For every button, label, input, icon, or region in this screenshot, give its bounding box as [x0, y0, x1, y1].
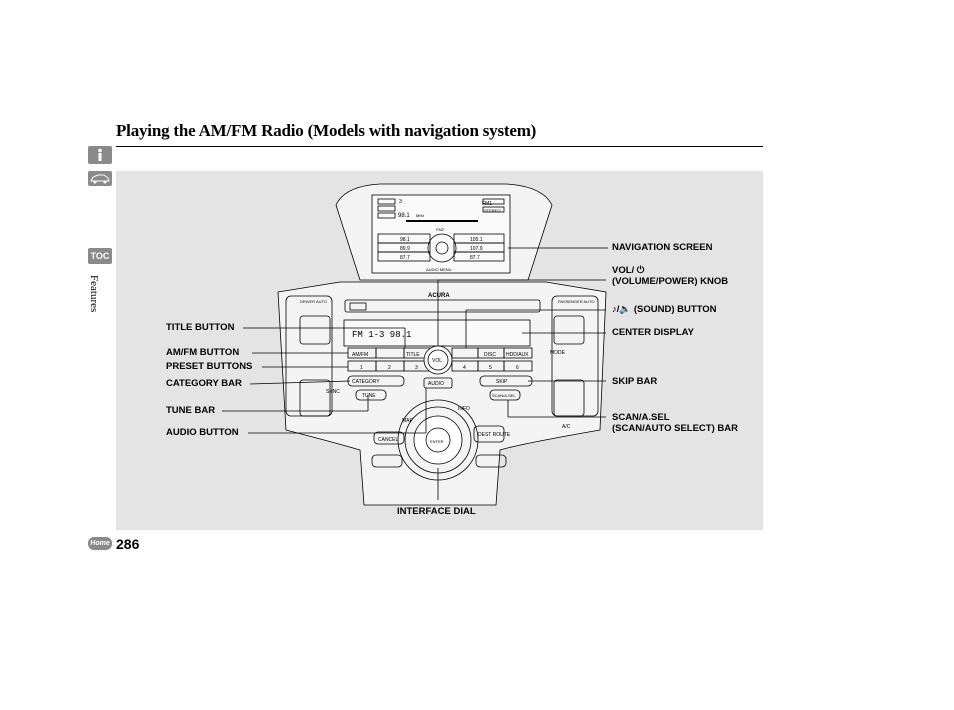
label-interface-dial: INTERFACE DIAL: [397, 506, 476, 517]
center-display: [343, 319, 531, 347]
brand-logo-text: ACURA: [428, 293, 450, 299]
tune-bar: [355, 389, 387, 401]
label-scan-line1: SCAN/A.SEL: [612, 412, 670, 423]
label-amfm-button: AM/FM BUTTON: [166, 347, 240, 358]
info-text: INFO: [458, 406, 470, 412]
nav-right-preset: 107.9: [470, 246, 483, 252]
info-icon[interactable]: [88, 146, 112, 164]
label-sound-button: ♪/🔈 (SOUND) BUTTON: [612, 304, 717, 315]
map-text: MAP: [402, 418, 414, 424]
passenger-auto-text: PASSENGER AUTO: [558, 299, 595, 304]
label-tune-bar: TUNE BAR: [166, 405, 216, 416]
nav-band-text: FM1: [482, 201, 492, 207]
amfm-text: AM/FM: [352, 352, 368, 358]
scan-text: SCAN/A.SEL: [492, 393, 516, 398]
title-text: TITLE: [406, 352, 420, 358]
preset-number: 1: [360, 365, 363, 371]
tune-text: TUNE: [362, 393, 376, 399]
vol-text: VOL: [432, 358, 442, 364]
nav-left-preset: 87.7: [400, 255, 410, 261]
dest-route-text: DEST ROUTE: [478, 432, 511, 438]
label-navigation-screen: NAVIGATION SCREEN: [612, 242, 713, 253]
label-preset-buttons: PRESET BUTTONS: [166, 361, 253, 372]
enter-text: ENTER: [430, 439, 444, 444]
cd-slot: [344, 299, 541, 313]
nav-unit-text: MHz: [416, 213, 424, 218]
scan-bar: [489, 389, 521, 401]
label-center-display: CENTER DISPLAY: [612, 327, 694, 338]
title-rule: [116, 146, 763, 147]
nav-right-preset: 105.1: [470, 237, 483, 243]
car-icon[interactable]: [88, 171, 112, 186]
cancel-text: CANCEL: [378, 437, 399, 443]
page-number: 286: [116, 536, 140, 552]
nav-stereo-text: STEREO: [484, 208, 500, 213]
nav-fm-label: FM2: [436, 227, 445, 232]
center-display-text: FM 1-3 98.1: [352, 330, 411, 340]
page-title: Playing the AM/FM Radio (Models with nav…: [116, 121, 537, 140]
nav-freq-text: 98.1: [398, 213, 410, 219]
nav-left-preset: 98.1: [400, 237, 410, 243]
disc-text: DISC: [484, 352, 496, 358]
hdd-text: HDD/AUX: [506, 352, 529, 358]
label-audio-button: AUDIO BUTTON: [166, 427, 239, 438]
audio-text: AUDIO: [428, 381, 444, 387]
category-text: CATEGORY: [352, 379, 380, 385]
label-title-button: TITLE BUTTON: [166, 322, 235, 333]
nav-left-preset: 89.9: [400, 246, 410, 252]
preset-number: 5: [489, 365, 492, 371]
label-vol-knob-line2: (VOLUME/POWER) KNOB: [612, 276, 729, 287]
sync-text: SYNC: [326, 389, 340, 395]
label-scan-line2: (SCAN/AUTO SELECT) BAR: [612, 423, 738, 434]
nav-right-preset: 87.7: [470, 255, 480, 261]
ac-text: A/C: [562, 424, 571, 430]
driver-auto-text: DRIVER AUTO: [300, 299, 327, 304]
preset-number: 3: [415, 365, 418, 371]
label-vol-knob-line1: VOL/ ⏻: [612, 265, 645, 276]
preset-number: 4: [463, 365, 466, 371]
toc-button[interactable]: TOC: [88, 248, 112, 264]
audio-button: [423, 377, 453, 389]
mode-text: MODE: [550, 350, 566, 356]
skip-text: SKIP: [496, 379, 508, 385]
home-button[interactable]: Home: [88, 537, 112, 550]
nav-menu-text: AUDIO MENU: [426, 267, 452, 272]
label-skip-bar: SKIP BAR: [612, 376, 658, 387]
preset-number: 2: [388, 365, 391, 371]
preset-number: 6: [516, 365, 519, 371]
label-category-bar: CATEGORY BAR: [166, 378, 242, 389]
nav-preset-text: 3: [399, 199, 402, 205]
